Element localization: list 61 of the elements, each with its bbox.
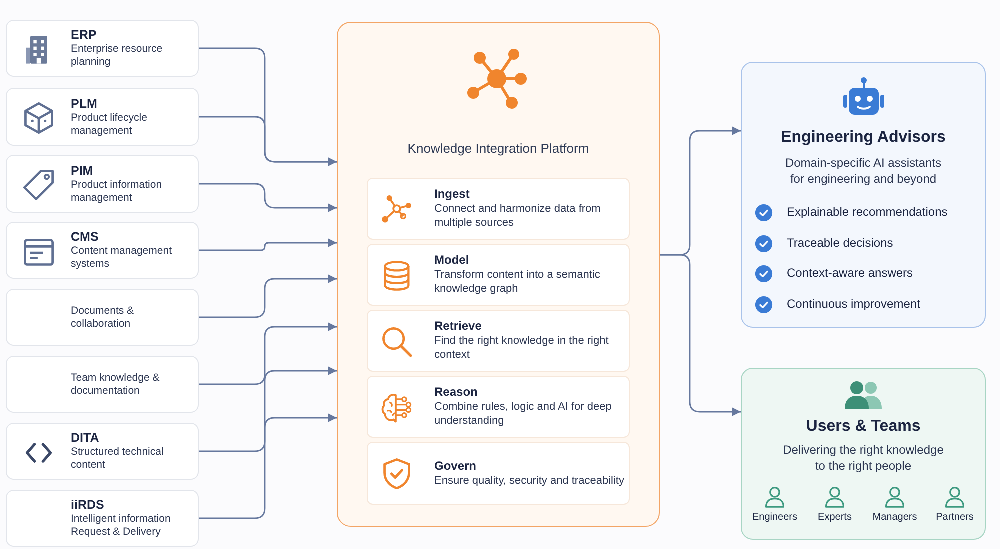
feature-item: Continuous improvement [787, 296, 920, 310]
card-heading: Reason [434, 385, 479, 400]
card-description: Product lifecycle management [71, 112, 148, 138]
role-label: Managers [872, 512, 918, 523]
card-description: Product information management [71, 178, 164, 204]
source-card [6, 289, 199, 346]
source-card [6, 155, 199, 213]
card-description: Documents & collaboration [71, 304, 136, 330]
connector-arrow [199, 322, 337, 386]
panel-description: Domain-specific AI assistants for engineering and beyond [784, 155, 943, 187]
panel-heading: Users & Teams [805, 418, 922, 436]
connector-arrow [199, 414, 337, 520]
feature-item: Explainable recommendations [787, 205, 948, 219]
platform-panel [337, 22, 660, 527]
connector-arrow [199, 366, 337, 452]
card-heading: Govern [434, 458, 478, 474]
card-description: Find the right knowledge in the right context [434, 334, 610, 362]
card-description: Content management systems [71, 245, 173, 271]
source-card [6, 88, 199, 146]
card-heading: ERP [71, 28, 98, 43]
platform-subtitle: Knowledge Integration Platform [406, 141, 590, 156]
card-description: Enterprise resource planning [71, 43, 164, 69]
card-heading: PIM [71, 164, 94, 178]
card-heading: iiRDS [71, 498, 106, 513]
card-heading: PLM [71, 96, 98, 112]
card-heading: Retrieve [434, 319, 483, 334]
connector-arrow [199, 274, 337, 318]
role-label: Experts [817, 512, 853, 523]
connector-arrow [660, 254, 741, 416]
card-description: Ensure quality, security and traceability [434, 474, 624, 488]
card-description: Intelligent information Request & Delivery [71, 513, 172, 539]
connector-arrow [199, 116, 337, 166]
card-description: Team knowledge & documentation [71, 372, 161, 398]
card-heading: Ingest [434, 187, 471, 202]
card-heading: Model [434, 253, 470, 268]
card-description: Transform content into a semantic knowledge graph [434, 268, 602, 296]
capability-card [366, 244, 630, 306]
panel-heading: Engineering Advisors [780, 129, 947, 147]
source-card [6, 490, 199, 547]
capability-card [366, 442, 630, 504]
advisors-panel [741, 62, 986, 328]
card-description: Combine rules, logic and AI for deep understanding [434, 400, 613, 428]
panel-description: Delivering the right knowledge to the right people [782, 442, 945, 474]
feature-item: Traceable decisions [787, 236, 894, 250]
capability-card [366, 376, 630, 438]
role-label: Partners [935, 512, 975, 523]
source-card [6, 222, 199, 279]
card-description: Connect and harmonize data from multiple sources [434, 202, 602, 230]
users-panel [741, 368, 986, 540]
feature-item: Context-aware answers [787, 266, 914, 280]
connector-arrow [199, 238, 337, 252]
capability-card [366, 310, 630, 372]
card-heading: CMS [71, 230, 100, 245]
source-card [6, 423, 199, 480]
connector-arrow [199, 183, 337, 212]
role-label: Engineers [751, 512, 799, 523]
card-description: Structured technical content [71, 446, 165, 472]
capability-card [366, 178, 630, 240]
source-card [6, 356, 199, 413]
source-card [6, 20, 199, 77]
card-heading: DITA [71, 431, 100, 446]
